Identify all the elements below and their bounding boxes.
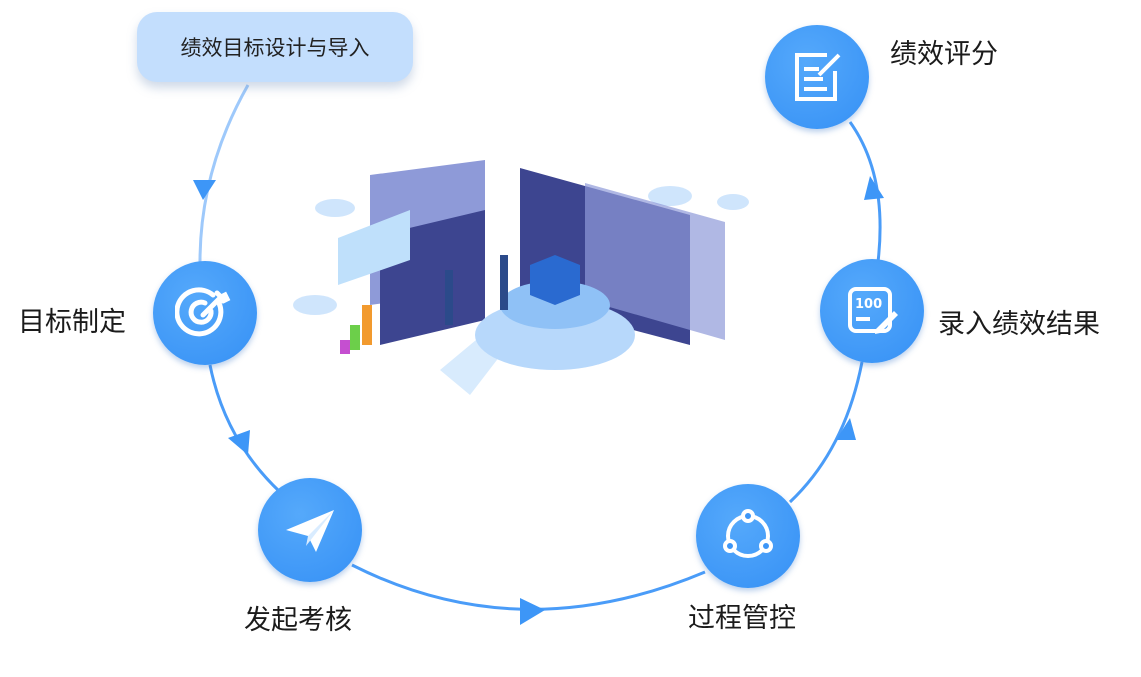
step-goal-setting[interactable] [153, 261, 257, 365]
center-illustration [293, 160, 749, 395]
arrowhead [864, 176, 884, 200]
paper-plane-icon [286, 510, 334, 552]
step-label: 过程管控 [688, 603, 796, 634]
arrow-path-5 [848, 121, 882, 263]
step-label: 目标制定 [18, 307, 126, 338]
arrowhead [836, 418, 856, 440]
cycle-nodes-icon [723, 509, 773, 558]
step-label: 发起考核 [244, 605, 352, 636]
score-edit-icon: 100 [848, 287, 898, 334]
start-step-button[interactable]: 绩效目标设计与导入 [137, 12, 413, 82]
start-step-label: 绩效目标设计与导入 [180, 36, 370, 60]
step-process-control[interactable] [696, 484, 800, 588]
step-enter-results[interactable]: 100 [820, 259, 924, 363]
arrowhead [520, 598, 545, 625]
step-label: 绩效评分 [890, 39, 998, 70]
document-edit-icon [795, 53, 841, 101]
arrowhead [228, 430, 250, 455]
step-scoring[interactable] [765, 25, 869, 129]
target-icon [175, 287, 231, 337]
arrow-path-4 [788, 361, 864, 504]
arrow-path-1 [198, 84, 250, 263]
score-text: 100 [855, 297, 882, 312]
arrow-path-2 [208, 364, 282, 494]
arrowhead [193, 180, 216, 200]
step-label: 录入绩效结果 [938, 309, 1100, 340]
step-launch-review[interactable] [258, 478, 362, 582]
